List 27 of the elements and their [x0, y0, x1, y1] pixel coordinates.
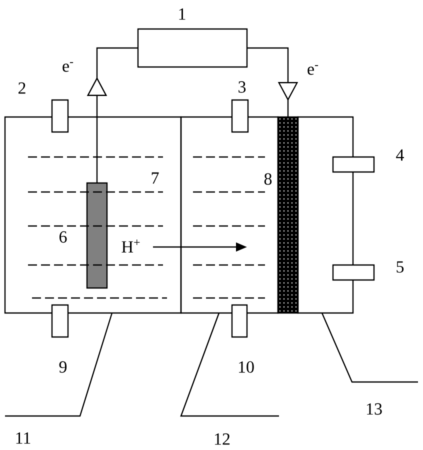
chamber-box: [4, 116, 182, 314]
wire-arrow: [247, 47, 298, 117]
leader-line: [180, 312, 279, 417]
ion-label: H$^{+}$: [122, 240, 140, 252]
callout-number: 12: [214, 433, 230, 445]
callout-number: 11: [16, 432, 30, 444]
callout-number: 4: [396, 149, 404, 161]
edge-label: e$^{-}$: [61, 61, 75, 73]
callout-number: 1: [179, 8, 186, 20]
load-box: [137, 28, 248, 68]
leader-line: [321, 312, 418, 383]
chamber-box: [297, 116, 354, 314]
callout-number: 2: [18, 82, 26, 94]
wire-arrow: [86, 47, 138, 183]
electrode-bar: [86, 182, 108, 289]
callout-number: 8: [264, 173, 272, 185]
callout-number: 6: [59, 231, 67, 243]
callout-number: 3: [238, 81, 246, 93]
callout-number: 10: [238, 361, 254, 373]
chamber-box: [180, 116, 279, 314]
leader-line: [5, 312, 113, 417]
callout-number: 5: [396, 261, 404, 273]
edge-label: e$^{-}$: [306, 64, 320, 76]
callout-number: 7: [152, 172, 159, 184]
callout-number: 9: [59, 361, 67, 373]
callout-number: 13: [366, 403, 382, 415]
electrode-plate: [277, 116, 299, 314]
